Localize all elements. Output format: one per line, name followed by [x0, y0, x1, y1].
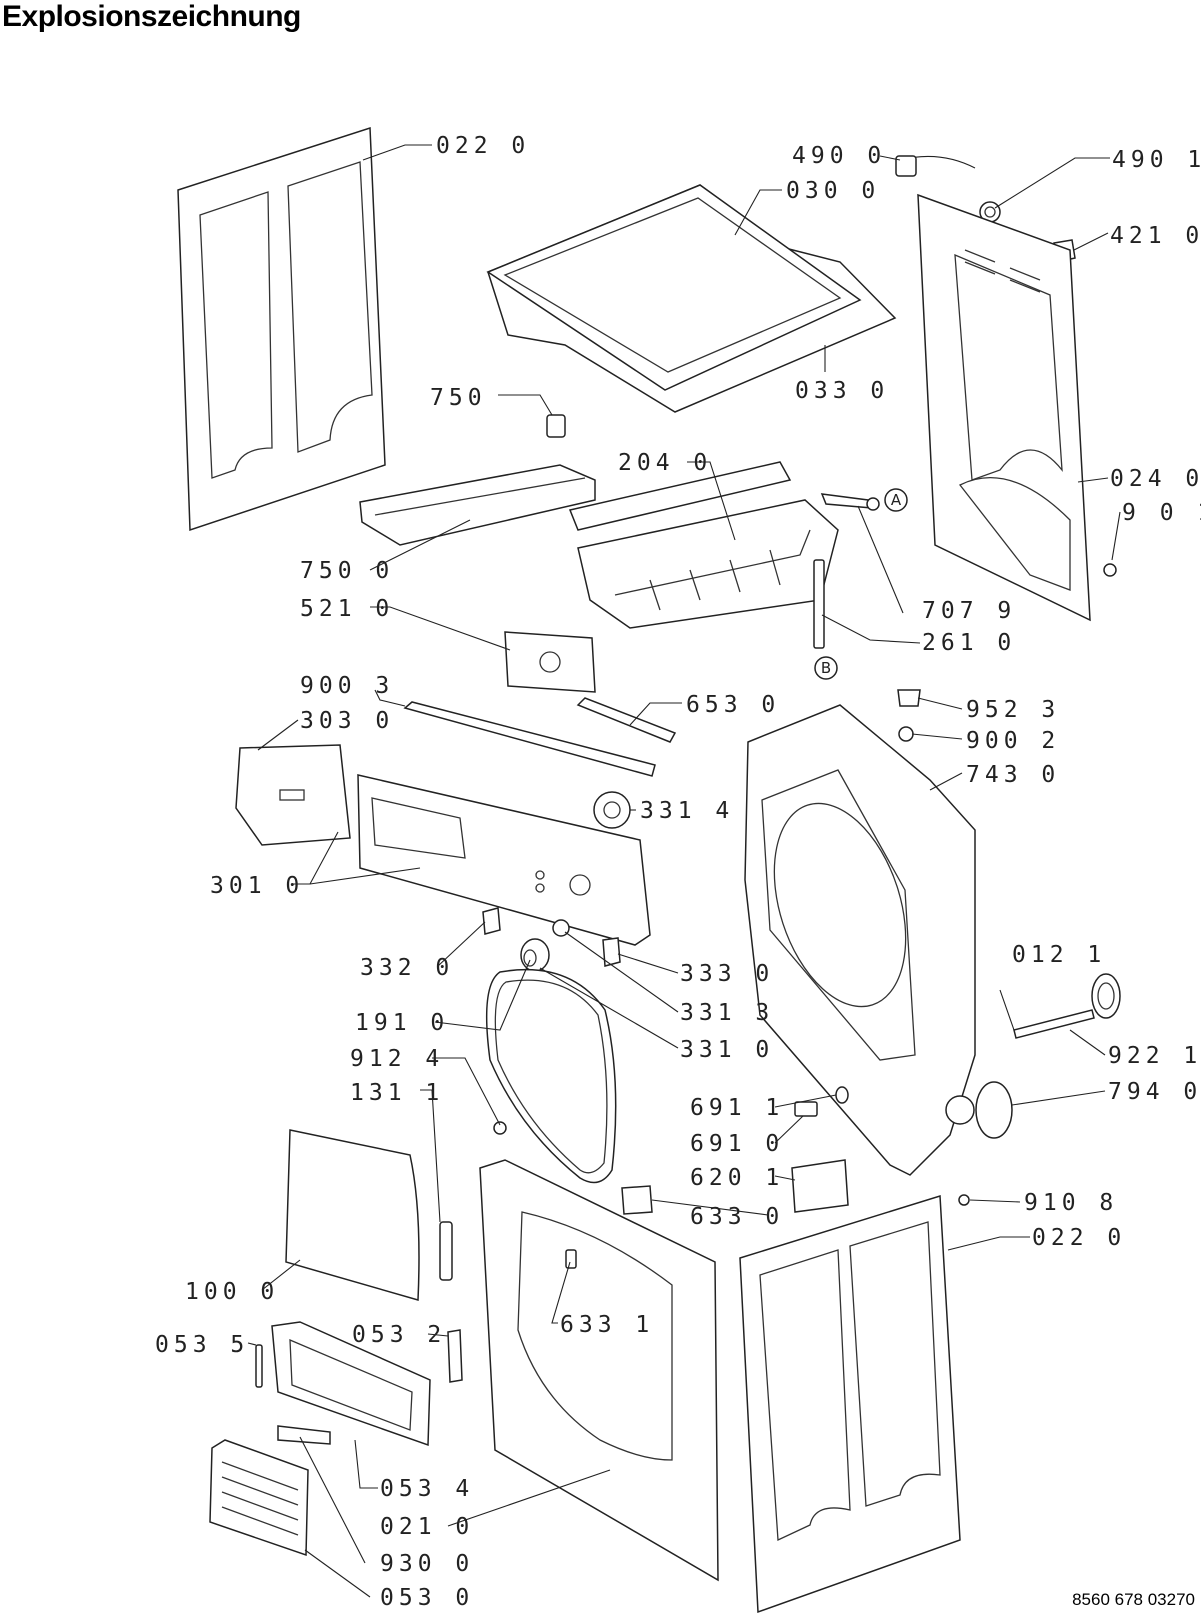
- label-mains-cable: 490 0: [792, 143, 886, 169]
- label-screw-9002: 900 2: [966, 728, 1060, 754]
- lock-633-0: [621, 1185, 653, 1215]
- svg-text:A: A: [891, 491, 902, 509]
- control-panel-301: [357, 774, 651, 946]
- label-filter-grille-053: 053 0: [380, 1585, 474, 1611]
- label-top-insulation: 033 0: [795, 378, 889, 404]
- label-oring-794: 794 0: [1108, 1079, 1201, 1105]
- knob-331-4: [593, 791, 631, 829]
- label-switch-332: 332 0: [360, 955, 454, 981]
- foot-952: [897, 689, 921, 707]
- label-rail-9003: 900 3: [300, 673, 394, 699]
- drawer-guide: [359, 464, 596, 546]
- cup-750: [546, 414, 566, 438]
- callout-labels: 022 0 490 0 490 1 030 0 421 0 033 0 750 …: [155, 133, 1201, 1611]
- label-plinth-053-4: 053 4: [380, 1476, 474, 1502]
- label-control-panel-301: 301 0: [210, 873, 304, 899]
- hinge-131: [439, 1221, 453, 1281]
- label-back-panel: 024 0: [1110, 466, 1201, 492]
- label-seal-691-1: 691 1: [690, 1095, 784, 1121]
- spring-053-5: [255, 1344, 263, 1388]
- label-knob-331-3: 331 3: [680, 1000, 774, 1026]
- water-container-frame: [568, 461, 839, 629]
- switch-333: [602, 937, 621, 967]
- label-switch-333: 333 0: [680, 961, 774, 987]
- marker-b: B: [814, 656, 838, 680]
- drawer-handle-303: [235, 744, 351, 846]
- label-water-container-frame: 204 0: [618, 450, 712, 476]
- knob-331-0: [520, 938, 550, 972]
- label-side-panel-right: 022 0: [1032, 1225, 1126, 1251]
- label-relay-620: 620 1: [690, 1165, 784, 1191]
- pipe-261: [813, 559, 825, 649]
- latch-633-1: [565, 1249, 577, 1269]
- label-pulley-922: 922 1: [1108, 1043, 1201, 1069]
- rear-shield-743: [744, 704, 976, 1176]
- switch-332: [482, 907, 501, 935]
- label-shaft-012: 012 1: [1012, 942, 1106, 968]
- door-gasket-191: [485, 968, 617, 1184]
- label-switch-board-653: 653 0: [686, 692, 780, 718]
- side-panel-right: [739, 1194, 961, 1614]
- rail-9003: [403, 701, 656, 777]
- label-screw-910: 910 8: [1024, 1190, 1118, 1216]
- hose-707: [820, 493, 880, 511]
- screw-9002: [898, 726, 914, 742]
- document-number: 8560 678 03270: [1072, 1590, 1195, 1609]
- label-bracket-521: 521 0: [300, 596, 394, 622]
- valve-691-0: [794, 1101, 818, 1117]
- label-door-gasket-191: 191 0: [355, 1010, 449, 1036]
- shaft-012: [1013, 1009, 1095, 1039]
- label-knob-331-4: 331 4: [640, 798, 734, 824]
- label-hinge-131: 131 1: [350, 1080, 444, 1106]
- svg-text:B: B: [821, 659, 831, 677]
- label-tube-930: 930 0: [380, 1551, 474, 1577]
- label-clip-421: 421 0: [1110, 223, 1201, 249]
- label-rear-shield-743: 743 0: [966, 762, 1060, 788]
- label-knob-331-0: 331 0: [680, 1037, 774, 1063]
- bracket-521: [504, 631, 596, 693]
- label-drawer-handle-303: 303 0: [300, 708, 394, 734]
- screw-901: [1103, 563, 1117, 577]
- label-top-cover: 030 0: [786, 178, 880, 204]
- back-panel: [917, 193, 1091, 622]
- label-foot-952: 952 3: [966, 697, 1060, 723]
- page-title: Explosionszeichnung: [2, 0, 301, 33]
- plinth-053-4: [271, 1321, 431, 1447]
- switch-board-653: [576, 697, 677, 743]
- oring-794: [975, 1081, 1013, 1139]
- label-lock-633-0: 633 0: [690, 1204, 784, 1230]
- mains-cable: [895, 155, 976, 177]
- label-side-panel-left: 022 0: [436, 133, 530, 159]
- pulley-922: [1091, 973, 1121, 1019]
- label-screw-912: 912 4: [350, 1046, 444, 1072]
- screw-910: [958, 1194, 970, 1206]
- top-cover: [486, 184, 897, 413]
- front-panel-021: [479, 1159, 719, 1582]
- label-drawer-guide: 750 0: [300, 558, 394, 584]
- catch-053-2: [447, 1329, 463, 1383]
- label-valve-691-0: 691 0: [690, 1131, 784, 1157]
- label-door-100: 100 0: [185, 1279, 279, 1305]
- tube-930: [277, 1425, 331, 1445]
- label-latch-633-1: 633 1: [560, 1312, 654, 1338]
- label-cup-750: 750: [430, 385, 487, 411]
- relay-620: [791, 1159, 849, 1213]
- screw-912: [493, 1121, 507, 1135]
- label-front-panel-021: 021 0: [380, 1514, 474, 1540]
- door-100: [285, 1129, 420, 1301]
- leader-lines: [247, 144, 1121, 1598]
- label-cable-grommet: 490 1: [1112, 147, 1201, 173]
- label-catch-053-2: 053 2: [352, 1322, 446, 1348]
- label-hose-707: 707 9: [922, 598, 1016, 624]
- marker-a: A: [884, 488, 908, 512]
- side-panel-left: [177, 126, 386, 532]
- label-screw-901: 9 0 1: [1122, 500, 1201, 526]
- filter-grille-053: [209, 1439, 309, 1557]
- seal-691-1: [835, 1086, 849, 1104]
- label-pipe-261: 261 0: [922, 630, 1016, 656]
- label-spring-053-5: 053 5: [155, 1332, 249, 1358]
